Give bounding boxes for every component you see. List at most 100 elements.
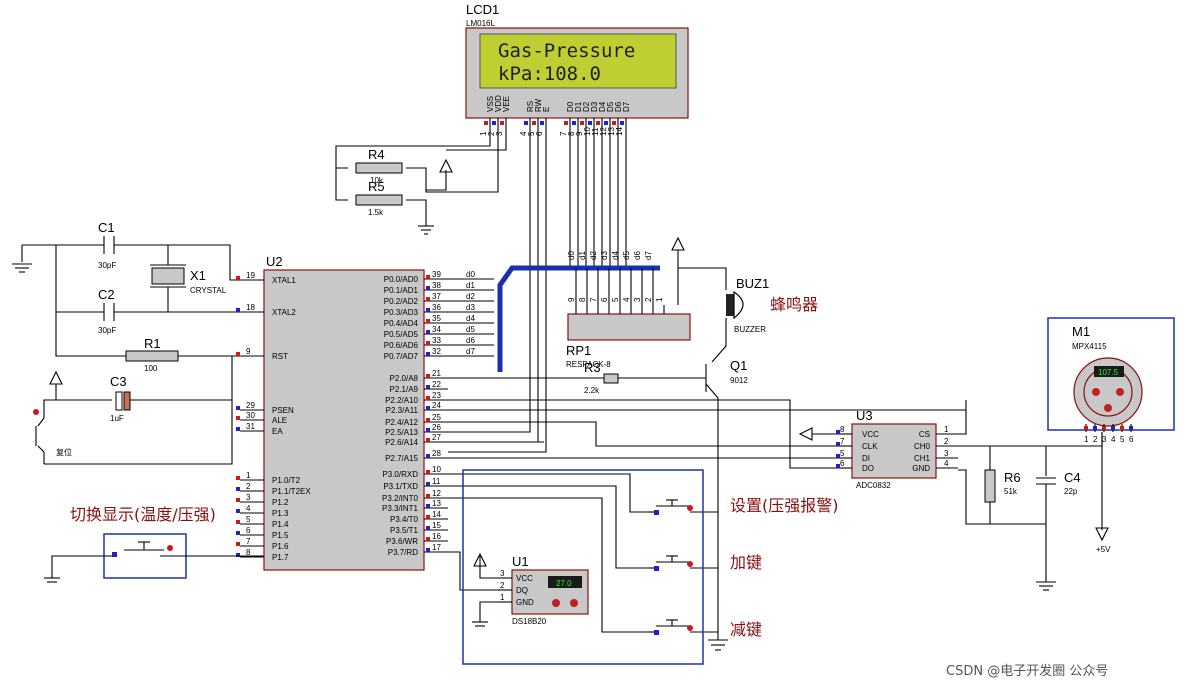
bus-label: d2	[466, 292, 475, 301]
lcd-pin-num: 6	[535, 131, 544, 136]
pin-marker	[236, 520, 240, 524]
m1-reading: 107.5	[1098, 368, 1119, 377]
mcu-right-pin-num: 35	[432, 314, 441, 323]
mcu-right-pin-num: 24	[432, 401, 441, 410]
mcu-left-pin-label: XTAL2	[272, 308, 296, 317]
buzzer-part: BUZZER	[734, 325, 766, 334]
plus-key-label: 加键	[730, 553, 762, 572]
q1-ref: Q1	[730, 358, 747, 373]
rp1-pin-num: 1	[655, 297, 664, 302]
u3-pin-num: 2	[944, 437, 949, 446]
mcu-right-pin-label: P3.0/RXD	[382, 470, 418, 479]
rp-bus-label: d1	[578, 251, 587, 260]
u1-pin-num: 1	[500, 593, 505, 602]
pin-marker	[580, 121, 584, 125]
u3-pin-num: 1	[944, 425, 949, 434]
mcu-right-pin-num: 37	[432, 292, 441, 301]
lcd-pin-label: E	[542, 107, 551, 112]
pin-marker	[426, 418, 430, 422]
pin-marker	[426, 319, 430, 323]
u3-part: ADC0832	[856, 481, 891, 490]
pin-marker	[236, 531, 240, 535]
key-contact	[687, 561, 693, 567]
bus-label: d4	[466, 314, 475, 323]
mcu-right-pin-label: P0.3/AD3	[384, 308, 419, 317]
bus-label: d0	[466, 270, 475, 279]
pin-marker	[426, 374, 430, 378]
r1-val: 100	[144, 364, 158, 373]
pin-marker	[836, 430, 840, 434]
u3-pin-num: 3	[944, 449, 949, 458]
bus-label: d1	[466, 281, 475, 290]
pin-marker	[1129, 426, 1133, 430]
lcd-pin-num: 1	[479, 131, 488, 136]
temp-key-frame	[462, 469, 704, 665]
u1-pin-label: DQ	[516, 586, 528, 595]
lcd-pin-num: 13	[607, 127, 616, 136]
pin-marker	[524, 121, 528, 125]
lcd-pin-num: 8	[567, 131, 576, 136]
u3-pin-label: CH1	[914, 454, 931, 463]
key-contact	[654, 510, 659, 515]
mcu-right-pin-num: 39	[432, 270, 441, 279]
switch-display-button[interactable]: 切换显示(温度/压强)	[44, 505, 264, 583]
pin-marker	[564, 121, 568, 125]
minus-key-label: 减键	[730, 620, 762, 639]
pin-marker	[426, 482, 430, 486]
key-contact	[654, 566, 659, 571]
reset-label: 复位	[56, 447, 72, 457]
lcd-pin-num: 14	[615, 127, 624, 136]
lcd-pin-label: D7	[622, 101, 631, 112]
pin-marker	[236, 427, 240, 431]
mcu-right-pin-num: 34	[432, 325, 441, 334]
u3-pin-label: VCC	[862, 430, 879, 439]
lcd-pin-label: RW	[534, 98, 543, 112]
r5-val: 1.5k	[368, 208, 384, 217]
mcu-left-pin-num: 2	[246, 482, 251, 491]
pin-marker	[426, 454, 430, 458]
pin-marker	[426, 515, 430, 519]
m1-pin-num: 4	[1111, 435, 1116, 444]
lcd-pin-num: 10	[583, 127, 592, 136]
m1-ref: M1	[1072, 324, 1090, 339]
mcu-left-pin-label: RST	[272, 352, 288, 361]
lcd-line1: Gas-Pressure	[498, 40, 635, 62]
mcu-left-pin-label: P1.5	[272, 531, 289, 540]
lcd-line2: kPa:108.0	[498, 63, 601, 85]
u3-pin-num: 4	[944, 459, 949, 468]
buzzer-body	[726, 294, 734, 316]
pin-marker	[236, 476, 240, 480]
mcu-left-pin-num: 31	[246, 422, 255, 431]
lcd-screen	[479, 33, 677, 89]
rp-bus-label: d7	[644, 251, 653, 260]
c1-ref: C1	[98, 220, 115, 235]
pin-marker	[426, 406, 430, 410]
rp-bus-label: d2	[589, 251, 598, 260]
pin-marker	[572, 121, 576, 125]
lcd-pin-label: VDD	[494, 95, 503, 112]
lcd-pin-label: D2	[582, 101, 591, 112]
mcu-right-pin-label: P2.5/A13	[385, 428, 418, 437]
c1-val: 30pF	[98, 261, 116, 270]
mcu-left-pin-num: 30	[246, 411, 255, 420]
lcd-pin-label: D3	[590, 101, 599, 112]
rp1-pin-num: 4	[622, 297, 631, 302]
mcu-right-pin-label: P2.4/A12	[385, 418, 418, 427]
rp1-pin-num: 8	[578, 297, 587, 302]
lcd-pin-label: D6	[614, 101, 623, 112]
pin-marker	[426, 526, 430, 530]
mcu-right-pin-label: P2.6/A14	[385, 438, 418, 447]
pin-marker	[1111, 426, 1115, 430]
mcu-left-pin-num: 19	[246, 271, 255, 280]
lcd-pin-group: VSS1VDD2VEE3RS4RW5E6D07D18D29D310D411D51…	[479, 95, 631, 136]
contrast-network: R4 10k R5 1.5k	[335, 128, 507, 235]
buzzer-circuit: BUZ1 BUZZER 蜂鸣器 Q1 9012 R3 2.2k	[448, 267, 818, 651]
mcu-left-pin-label: P1.4	[272, 520, 289, 529]
pin-marker	[492, 121, 496, 125]
pin-marker	[836, 464, 840, 468]
u3-pin-label: DI	[862, 454, 870, 463]
pin-marker	[484, 121, 488, 125]
mcu-right-pin-num: 21	[432, 369, 441, 378]
lcd-signal-lines	[448, 128, 627, 453]
